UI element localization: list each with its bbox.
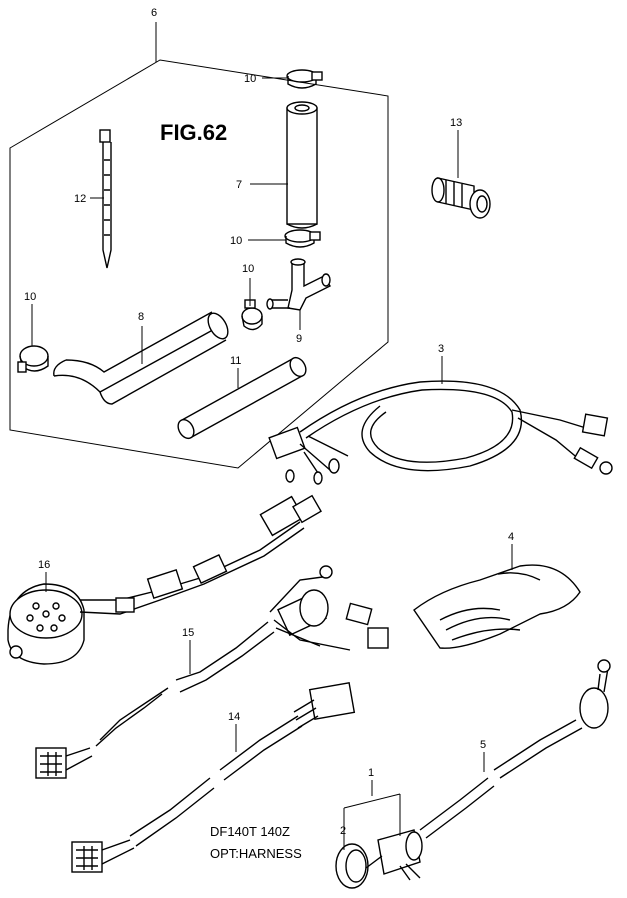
callout-7: 7: [236, 179, 242, 191]
callout-9: 9: [296, 333, 302, 345]
callout-10-left: 10: [24, 291, 36, 303]
wiring-harness-part: [268, 380, 613, 485]
hose-clamp-top: [286, 69, 323, 89]
callout-11: 11: [230, 355, 241, 367]
hose-part-7: [286, 101, 318, 229]
callout-13: 13: [450, 117, 462, 129]
callout-10-middle: 10: [230, 235, 242, 247]
caption-section: OPT:HARNESS: [210, 846, 302, 861]
callout-8: 8: [138, 311, 144, 323]
harness-part-5: [419, 659, 611, 839]
hose-clamp-middle: [284, 229, 321, 248]
callout-5: 5: [480, 739, 486, 751]
straight-hose-part: [177, 356, 307, 440]
kit-outline: [9, 59, 389, 469]
callout-16: 16: [38, 559, 50, 571]
callout-10-top: 10: [244, 73, 256, 85]
hose-clamp-left: [17, 345, 49, 373]
callout-12: 12: [74, 193, 86, 205]
buzzer-part: [7, 494, 322, 665]
callout-10-small: 10: [242, 263, 254, 275]
t-joint-part: [266, 258, 331, 311]
callout-14: 14: [228, 711, 240, 723]
connector-plug-part: [431, 177, 491, 219]
cable-tie-part: [99, 129, 112, 269]
callout-1: 1: [368, 767, 374, 779]
harness-part-15: [35, 565, 389, 779]
parts-bag: [413, 564, 581, 649]
caption-model: DF140T 140Z: [210, 824, 290, 839]
callout-15: 15: [182, 627, 194, 639]
figure-title: FIG.62: [160, 120, 227, 145]
bent-hose-part: [53, 311, 229, 405]
leader-lines: [31, 22, 513, 850]
callout-3: 3: [438, 343, 444, 355]
callout-4: 4: [508, 531, 514, 543]
hose-clamp-small: [241, 299, 263, 331]
callout-2: 2: [340, 825, 346, 837]
callout-6: 6: [151, 7, 157, 19]
harness-part-14: [71, 681, 356, 873]
connector-cap-part: [335, 829, 423, 889]
